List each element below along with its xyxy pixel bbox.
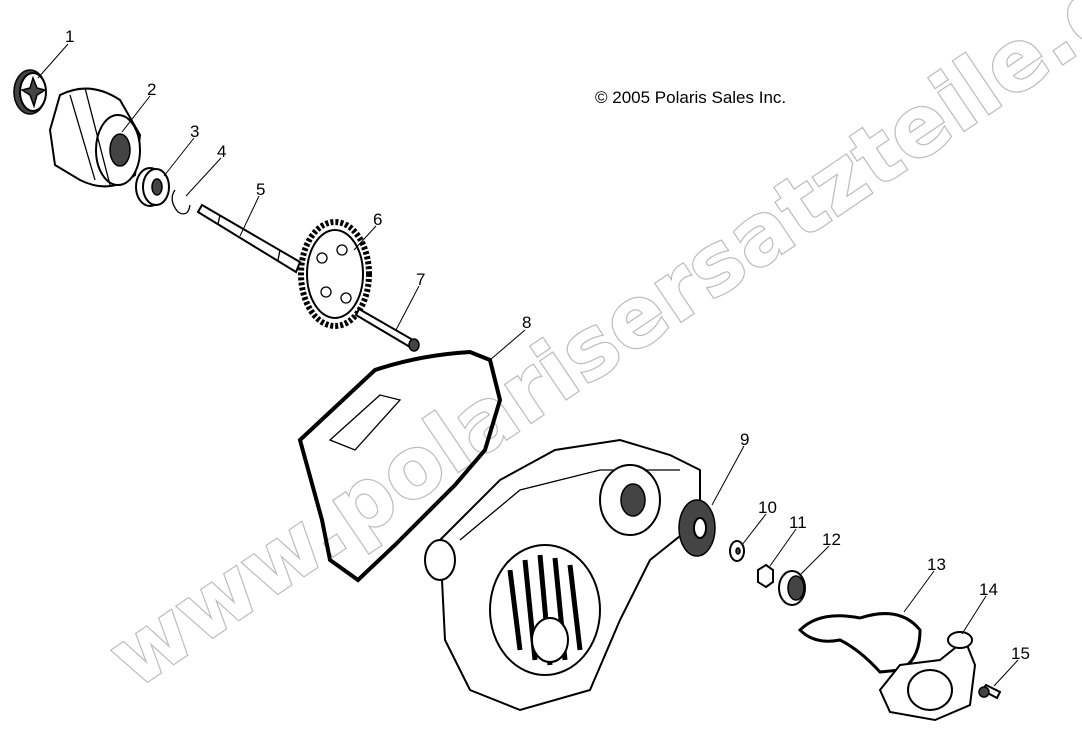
part-5-shaft xyxy=(196,203,302,274)
part-12-seal xyxy=(778,570,806,606)
callout-1: 1 xyxy=(65,27,74,46)
callout-9: 9 xyxy=(740,430,749,449)
callout-13: 13 xyxy=(927,555,946,574)
callout-15: 15 xyxy=(1011,644,1030,663)
part-4-snap-ring xyxy=(171,189,191,215)
callout-3: 3 xyxy=(190,122,199,141)
callouts: 1 2 3 4 5 6 7 8 9 10 11 12 13 14 15 xyxy=(65,27,1030,663)
part-7-bolt xyxy=(354,307,420,352)
part-15-bolt xyxy=(978,683,1002,700)
part-14-water-pump-cover xyxy=(878,631,977,722)
part-8-gasket xyxy=(297,349,503,583)
callout-7: 7 xyxy=(416,270,425,289)
callout-4: 4 xyxy=(217,142,226,161)
callout-8: 8 xyxy=(522,313,531,332)
part-6-gear xyxy=(298,219,372,329)
part-2-pump-housing xyxy=(48,87,142,188)
callout-10: 10 xyxy=(758,498,777,517)
callout-6: 6 xyxy=(373,210,382,229)
leader-lines xyxy=(37,43,1019,687)
part-3-bearing xyxy=(135,167,170,207)
callout-11: 11 xyxy=(789,513,807,532)
callout-12: 12 xyxy=(822,530,841,549)
part-9-impeller xyxy=(678,499,716,557)
part-1-rotor xyxy=(13,69,47,115)
part-10-washer xyxy=(729,540,745,562)
part-11-nut xyxy=(757,563,774,589)
callout-5: 5 xyxy=(256,180,265,199)
engine-cover xyxy=(424,438,701,712)
callout-14: 14 xyxy=(979,580,998,599)
part-13-o-ring xyxy=(797,612,922,674)
copyright-notice: © 2005 Polaris Sales Inc. xyxy=(595,88,787,107)
callout-2: 2 xyxy=(147,80,156,99)
